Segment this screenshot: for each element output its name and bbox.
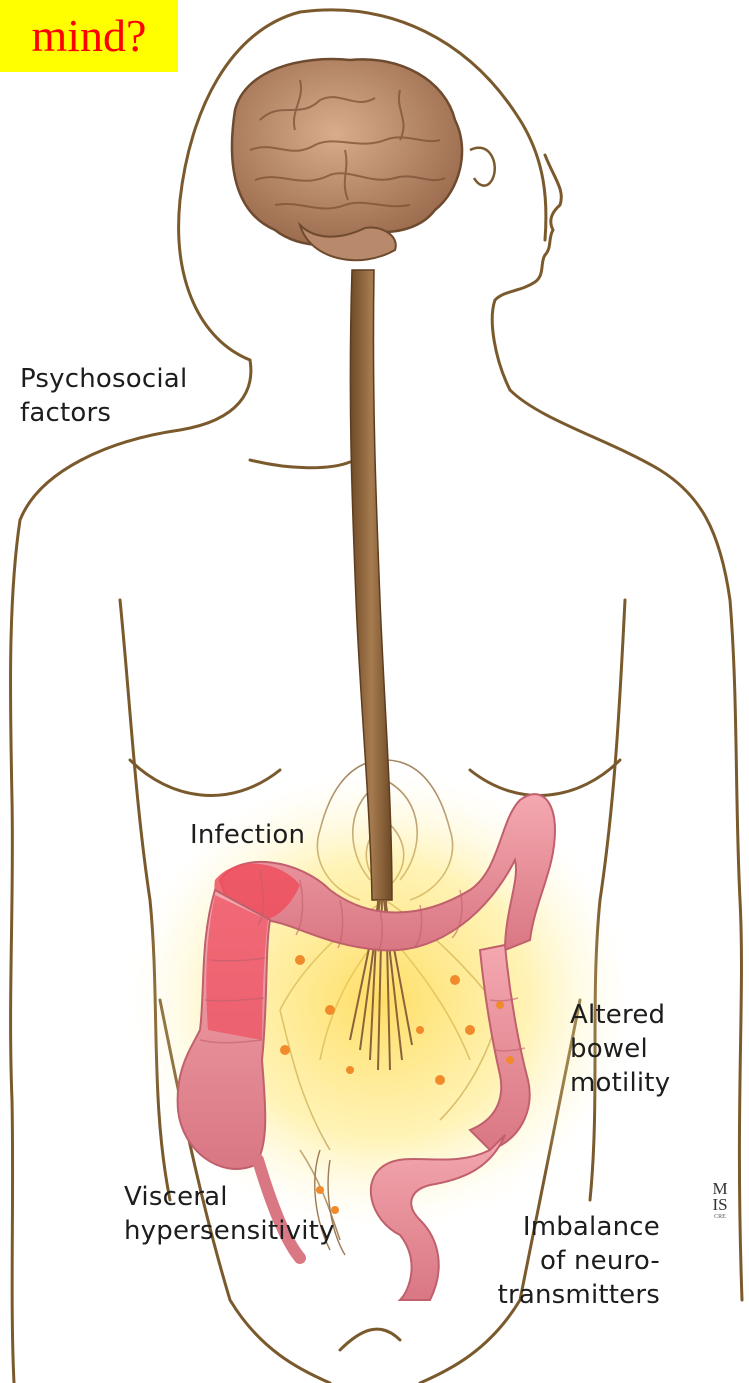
ear <box>470 148 495 186</box>
title-badge: mind? <box>0 0 178 72</box>
label-psychosocial-factors: Psychosocial factors <box>20 362 187 430</box>
brain <box>232 59 462 260</box>
label-imbalance-neurotransmitters: Imbalance of neuro- transmitters <box>448 1210 660 1312</box>
publisher-logo: M IS CRE <box>705 1181 735 1221</box>
label-infection: Infection <box>190 818 305 852</box>
label-visceral-hypersensitivity: Visceral hypersensitivity <box>124 1180 335 1248</box>
label-altered-bowel-motility: Altered bowel motility <box>570 998 670 1100</box>
